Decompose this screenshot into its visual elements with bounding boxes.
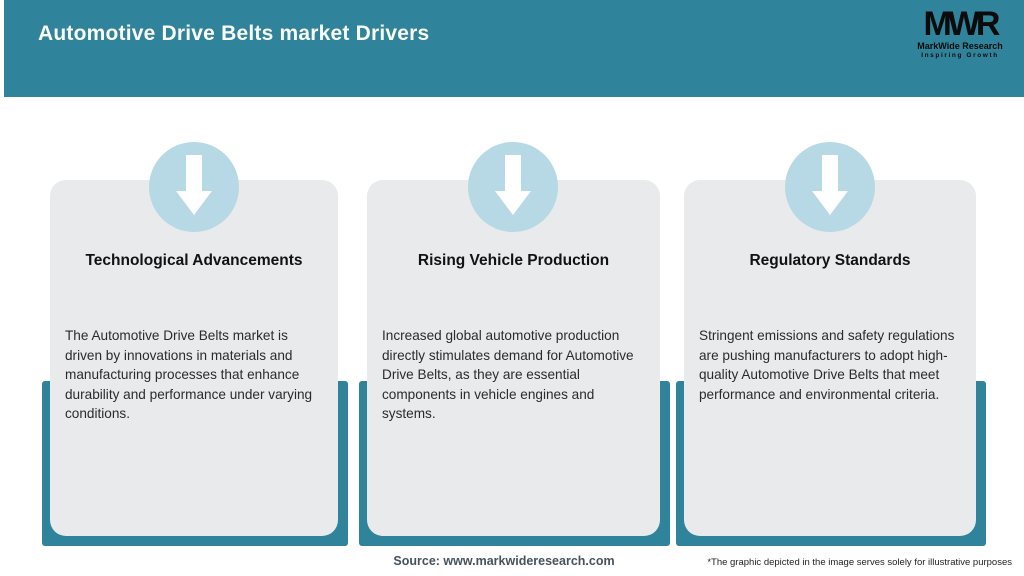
source-text: Source: www.markwideresearch.com bbox=[393, 554, 615, 568]
down-arrow-badge bbox=[468, 142, 558, 232]
logo-acronym: MWR bbox=[923, 5, 1001, 43]
card-description: Increased global automotive production d… bbox=[382, 328, 634, 421]
down-arrow-icon bbox=[812, 155, 848, 215]
down-arrow-badge bbox=[785, 142, 875, 232]
disclaimer-text: *The graphic depicted in the image serve… bbox=[707, 557, 1012, 568]
header-bar: Automotive Drive Belts market Drivers MW… bbox=[4, 0, 1024, 97]
down-arrow-icon bbox=[176, 155, 212, 215]
card-title: Rising Vehicle Production bbox=[417, 252, 610, 269]
card-description: The Automotive Drive Belts market is dri… bbox=[65, 328, 313, 421]
page-title: Automotive Drive Belts market Drivers bbox=[38, 22, 430, 45]
logo-tagline: Inspiring Growth bbox=[921, 52, 999, 60]
logo-company-name: MarkWide Research bbox=[917, 41, 1003, 52]
card-title: Technological Advancements bbox=[85, 252, 303, 269]
down-arrow-badge bbox=[149, 142, 239, 232]
driver-card-regulatory-standards: Regulatory Standards Stringent emissions… bbox=[684, 180, 976, 536]
card-title: Regulatory Standards bbox=[749, 252, 911, 269]
markwide-research-logo: MWR MarkWide Research Inspiring Growth bbox=[910, 5, 1010, 60]
driver-card-rising-vehicle-production: Rising Vehicle Production Increased glob… bbox=[367, 180, 660, 536]
down-arrow-icon bbox=[495, 155, 531, 215]
card-description: Stringent emissions and safety regulatio… bbox=[699, 328, 955, 402]
driver-card-technological-advancements: Technological Advancements The Automotiv… bbox=[50, 180, 338, 536]
